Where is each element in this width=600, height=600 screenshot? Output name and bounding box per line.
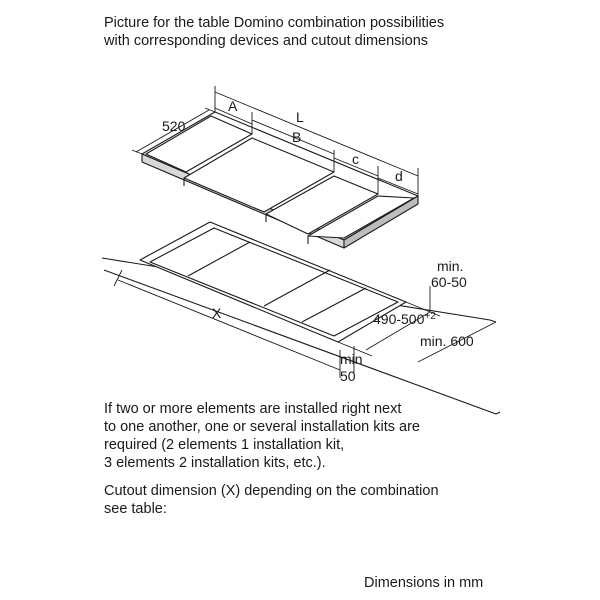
label-c: c: [352, 151, 359, 167]
cutout-outline: [139, 221, 407, 343]
cutout-note: Cutout dimension (X) depending on the co…: [104, 482, 439, 518]
cutout-inner: [149, 227, 399, 337]
label-b: B: [292, 129, 301, 145]
dimension-lines-lower: [113, 269, 497, 378]
cutout-line-2: see table:: [104, 501, 167, 517]
label-min-bottom: min: [340, 351, 363, 367]
heading-line-1: Picture for the table Domino combination…: [104, 15, 445, 31]
units-note: Dimensions in mm: [364, 575, 484, 591]
label-depth-value: 490-500: [373, 311, 425, 327]
cutout-line-1: Cutout dimension (X) depending on the co…: [104, 483, 439, 499]
label-min-top: min.: [437, 258, 463, 274]
heading-text: Picture for the table Domino combination…: [104, 14, 444, 50]
dimension-lines-upper: [131, 86, 419, 196]
note-line-4: 3 elements 2 installation kits, etc.).: [104, 455, 326, 471]
label-d: d: [395, 168, 403, 184]
note-line-1: If two or more elements are installed ri…: [104, 401, 402, 417]
label-depth: 490-500+2: [373, 311, 436, 327]
label-depth-tolerance: +2: [424, 311, 436, 322]
cooktop-element-d: [307, 195, 415, 239]
label-l: L: [296, 109, 304, 125]
heading-line-2: with corresponding devices and cutout di…: [104, 33, 429, 49]
note-line-3: required (2 elements 1 installation kit,: [104, 437, 345, 453]
label-min-bottom-value: 50: [340, 368, 356, 384]
cooktop-assembly: [141, 111, 419, 249]
installation-kit-note: If two or more elements are installed ri…: [104, 400, 420, 472]
label-min-600: min. 600: [420, 333, 474, 349]
label-min-top-value: 60-50: [431, 274, 467, 290]
cooktop-side-face: [343, 195, 419, 249]
worktop-front-edge: [103, 269, 497, 415]
label-a: A: [228, 98, 238, 114]
worktop: [101, 221, 501, 415]
label-x: X: [212, 305, 222, 321]
note-line-2: to one another, one or several installat…: [104, 419, 420, 435]
label-520: 520: [162, 118, 186, 134]
